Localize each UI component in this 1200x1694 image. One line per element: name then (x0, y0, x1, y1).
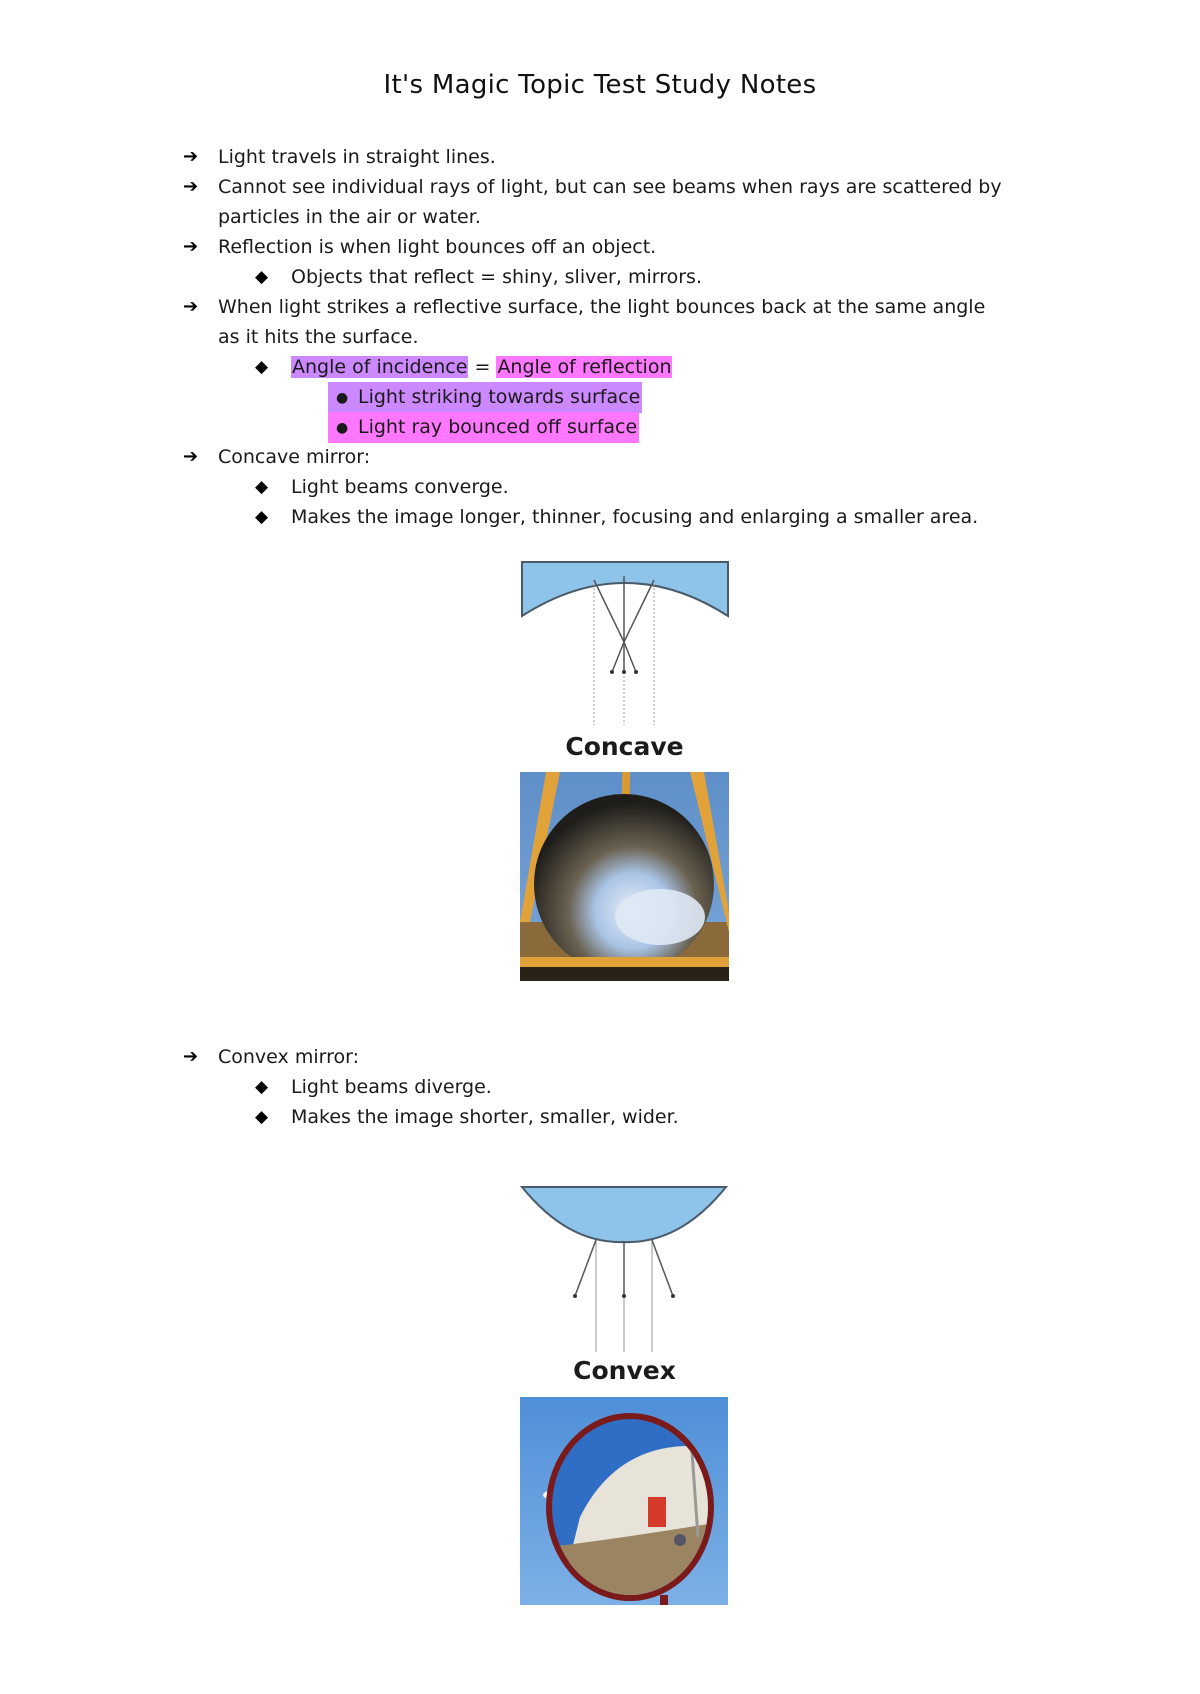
convex-mirror-diagram (519, 1184, 730, 1354)
arrow-right-icon: ➔ (183, 176, 199, 197)
list-item-text: Light beams converge. (291, 476, 509, 498)
list-item: ◆ Light beams converge. (255, 472, 509, 502)
concave-mirror-diagram (520, 560, 730, 730)
highlight-light-bounced: ● Light ray bounced off surface (328, 412, 640, 443)
highlight-angle-of-incidence: Angle of incidence (291, 356, 469, 378)
list-item-text: Convex mirror: (218, 1046, 359, 1068)
list-item: ➔ Reflection is when light bounces off a… (183, 232, 657, 262)
list-item: ◆ Makes the image longer, thinner, focus… (255, 502, 979, 532)
convex-mirror-diagram-icon (519, 1186, 729, 1352)
diamond-bullet-icon: ◆ (255, 507, 269, 527)
list-item-text: Makes the image shorter, smaller, wider. (291, 1106, 679, 1128)
diamond-bullet-icon: ◆ (255, 357, 269, 377)
list-item-text: Light beams diverge. (291, 1076, 492, 1098)
diamond-bullet-icon: ◆ (255, 477, 269, 497)
highlight-light-striking: ● Light striking towards surface (328, 382, 643, 413)
list-item-continuation: as it hits the surface. (218, 326, 419, 348)
arrow-right-icon: ➔ (183, 1046, 199, 1067)
list-item: ➔ Cannot see individual rays of light, b… (183, 172, 1002, 202)
list-item-text: Light travels in straight lines. (218, 146, 496, 168)
list-item-text: Light ray bounced off surface (358, 416, 638, 438)
list-item: ◆ Makes the image shorter, smaller, wide… (255, 1102, 679, 1132)
concave-mirror-diagram-icon (521, 561, 729, 725)
list-item-text: When light strikes a reflective surface,… (218, 296, 986, 318)
list-item-text: Light striking towards surface (358, 386, 641, 408)
concave-mirror-photo-icon (520, 772, 729, 981)
arrow-right-icon: ➔ (183, 146, 199, 167)
list-item-text: Objects that reflect = shiny, sliver, mi… (291, 266, 702, 288)
equals-sign: = (468, 356, 497, 378)
list-item: ● Light striking towards surface (328, 382, 643, 413)
concave-caption: Concave (565, 732, 684, 761)
list-item: ➔ When light strikes a reflective surfac… (183, 292, 986, 322)
diamond-bullet-icon: ◆ (255, 1077, 269, 1097)
list-item-text: Reflection is when light bounces off an … (218, 236, 657, 258)
list-item-text: Makes the image longer, thinner, focusin… (291, 506, 979, 528)
list-item-continuation: particles in the air or water. (218, 206, 481, 228)
round-bullet-icon: ● (336, 390, 349, 406)
arrow-right-icon: ➔ (183, 236, 199, 257)
list-item: ● Light ray bounced off surface (328, 412, 640, 443)
page-title: It's Magic Topic Test Study Notes (383, 70, 817, 100)
arrow-right-icon: ➔ (183, 446, 199, 467)
list-item: ➔ Convex mirror: (183, 1042, 359, 1072)
arrow-right-icon: ➔ (183, 296, 199, 317)
concave-mirror-photo (520, 772, 729, 981)
diamond-bullet-icon: ◆ (255, 267, 269, 287)
list-item: ◆ Light beams diverge. (255, 1072, 492, 1102)
list-item: ◆ Angle of incidence = Angle of reflecti… (255, 352, 673, 382)
list-item-text: Cannot see individual rays of light, but… (218, 176, 1002, 198)
list-item-text: Concave mirror: (218, 446, 371, 468)
list-item: ◆ Objects that reflect = shiny, sliver, … (255, 262, 702, 292)
highlight-angle-of-reflection: Angle of reflection (496, 356, 673, 378)
round-bullet-icon: ● (336, 420, 349, 436)
convex-mirror-photo (520, 1397, 728, 1605)
convex-caption: Convex (573, 1356, 676, 1385)
diamond-bullet-icon: ◆ (255, 1107, 269, 1127)
convex-mirror-photo-icon (520, 1397, 728, 1605)
list-item: ➔ Concave mirror: (183, 442, 371, 472)
list-item: ➔ Light travels in straight lines. (183, 142, 496, 172)
